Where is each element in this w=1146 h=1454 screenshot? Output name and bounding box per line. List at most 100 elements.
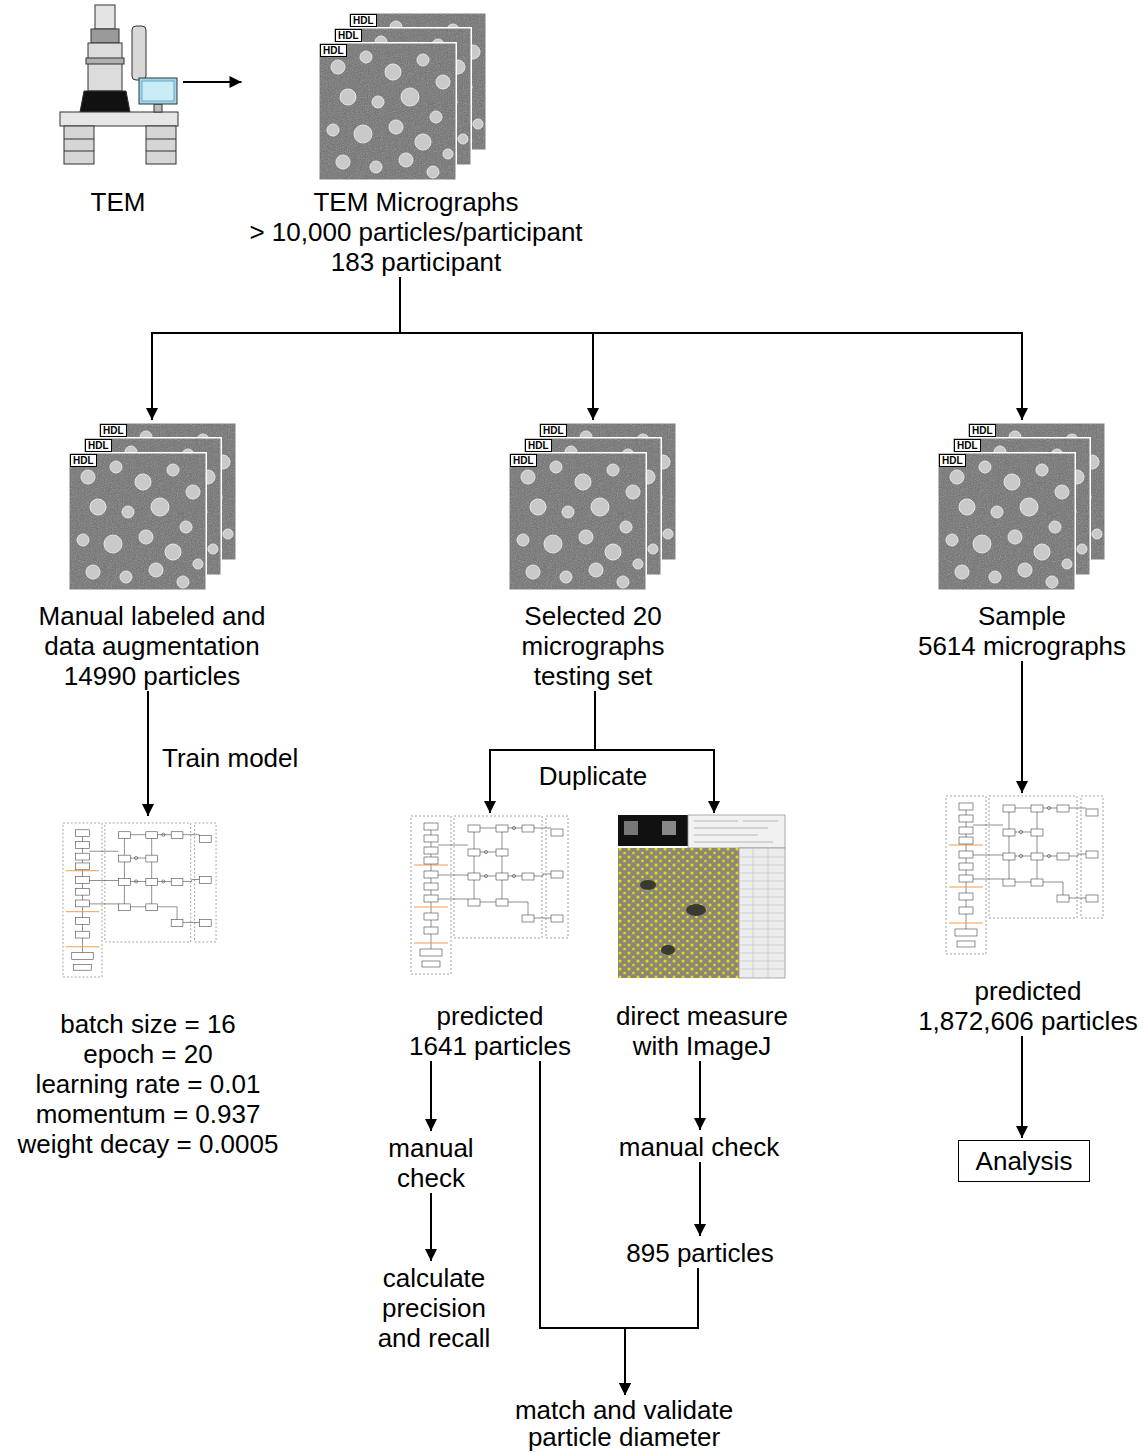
node-text: 183 participant <box>244 247 589 277</box>
flow-arrow <box>540 1061 625 1395</box>
tem-microscope <box>60 5 178 164</box>
micrograph-stack <box>68 422 237 591</box>
illustration-part <box>146 139 176 140</box>
node-text: epoch = 20 <box>13 1039 283 1069</box>
node-text: momentum = 0.937 <box>13 1099 283 1129</box>
node-text: Sample <box>915 601 1130 631</box>
illustration-part <box>80 91 130 112</box>
flow-arrow <box>152 277 400 420</box>
illustration-part <box>694 835 758 836</box>
illustration-part <box>694 842 773 843</box>
flow-arrow <box>400 277 1022 420</box>
flow-arrow <box>183 81 242 83</box>
illustration-part <box>743 821 778 822</box>
micrograph-stack <box>318 12 487 181</box>
image-tag: HDL <box>939 454 966 467</box>
edge-label: Duplicate <box>539 761 647 791</box>
flow-arrow <box>1021 1036 1023 1138</box>
illustration-part <box>661 945 675 955</box>
node-text: Manual labeled and data augmentation <box>12 601 292 661</box>
flow-arrow <box>595 691 714 813</box>
illustration-part <box>624 821 638 835</box>
illustration-part <box>154 104 162 112</box>
node-text: 5614 micrographs <box>915 631 1130 661</box>
flow-arrow <box>699 1061 701 1130</box>
micrograph-stack <box>508 422 677 591</box>
image-tag: HDL <box>525 439 552 452</box>
illustration-part <box>132 26 146 80</box>
step-text: calculate precision and recall <box>367 1263 502 1353</box>
step-text: 895 particles <box>605 1238 795 1268</box>
illustration-part <box>86 58 124 64</box>
node-text: manual check <box>604 1132 794 1162</box>
node-text: TEM Micrographs <box>244 187 589 217</box>
flow-arrow <box>1021 661 1023 793</box>
node-text: calculate precision and recall <box>367 1263 502 1353</box>
illustration-part <box>64 151 94 152</box>
figure-caption: TEM <box>53 5 183 217</box>
flow-arrow <box>699 1162 701 1236</box>
flow-arrow <box>430 1061 432 1131</box>
illustration-part <box>88 43 122 91</box>
imagej-screenshot <box>618 815 785 978</box>
illustration-part <box>739 848 785 978</box>
illustration-part <box>937 452 1076 591</box>
illustration-part <box>640 880 656 890</box>
illustration-part <box>662 821 676 835</box>
image-tag: HDL <box>510 454 537 467</box>
image-tag: HDL <box>85 439 112 452</box>
illustration-part <box>139 78 177 104</box>
image-tag: HDL <box>320 44 347 57</box>
image-tag: HDL <box>954 439 981 452</box>
step-text: manual check <box>604 1132 794 1162</box>
illustration-part <box>694 821 778 842</box>
flow-arrow <box>147 691 149 816</box>
node-text: predicted 1,872,606 particles <box>916 976 1141 1036</box>
illustration-part <box>618 815 688 846</box>
illustration-part <box>618 848 739 978</box>
image-tag: HDL <box>969 424 996 437</box>
illustration-part <box>694 821 738 822</box>
image-tag: HDL <box>540 424 567 437</box>
node-text: manual check <box>371 1133 491 1193</box>
node-text: Selected 20 micrographs testing set <box>493 601 693 691</box>
illustration-part <box>142 81 174 101</box>
node-text: learning rate = 0.01 <box>13 1069 283 1099</box>
network-diagram <box>946 796 1103 954</box>
illustration-part <box>318 42 457 181</box>
image-tag: HDL <box>335 29 362 42</box>
illustration-part <box>146 151 176 152</box>
illustration-part <box>688 815 785 848</box>
network-diagram <box>63 823 216 977</box>
micrograph-stack <box>937 422 1106 591</box>
flow-arrow <box>430 1193 432 1261</box>
illustration-part <box>739 848 785 978</box>
node-text: Analysis <box>976 1146 1073 1176</box>
figure-caption: predicted 1,872,606 particles <box>916 795 1141 1036</box>
node-text: batch size = 16 <box>13 1009 283 1039</box>
illustration-part <box>686 904 706 916</box>
node-text: direct measure with ImageJ <box>605 1001 800 1061</box>
node-text: predicted 1641 particles <box>405 1001 575 1061</box>
figure-caption: TEM Micrographs> 10,000 particles/partic… <box>244 12 589 277</box>
illustration-part <box>618 848 739 978</box>
flow-arrow <box>625 1268 698 1395</box>
image-tag: HDL <box>350 14 377 27</box>
node-text: TEM <box>53 187 183 217</box>
process-box: Analysis <box>958 1140 1091 1182</box>
node-text: weight decay = 0.0005 <box>13 1129 283 1159</box>
flow-arrow <box>400 277 593 420</box>
illustration-part <box>60 112 178 126</box>
image-tag: HDL <box>100 424 127 437</box>
node-text: 14990 particles <box>12 661 292 691</box>
illustration-part <box>508 452 647 591</box>
figure-caption: Manual labeled and data augmentation1499… <box>12 422 292 691</box>
flow-arrow <box>490 691 595 813</box>
step-text: manual check <box>371 1133 491 1193</box>
step-text: match and validate particle diameter <box>499 1397 749 1451</box>
edge-label: Train model <box>162 743 298 773</box>
node-text: 895 particles <box>605 1238 795 1268</box>
network-diagram <box>411 816 568 974</box>
illustration-part <box>694 828 768 829</box>
